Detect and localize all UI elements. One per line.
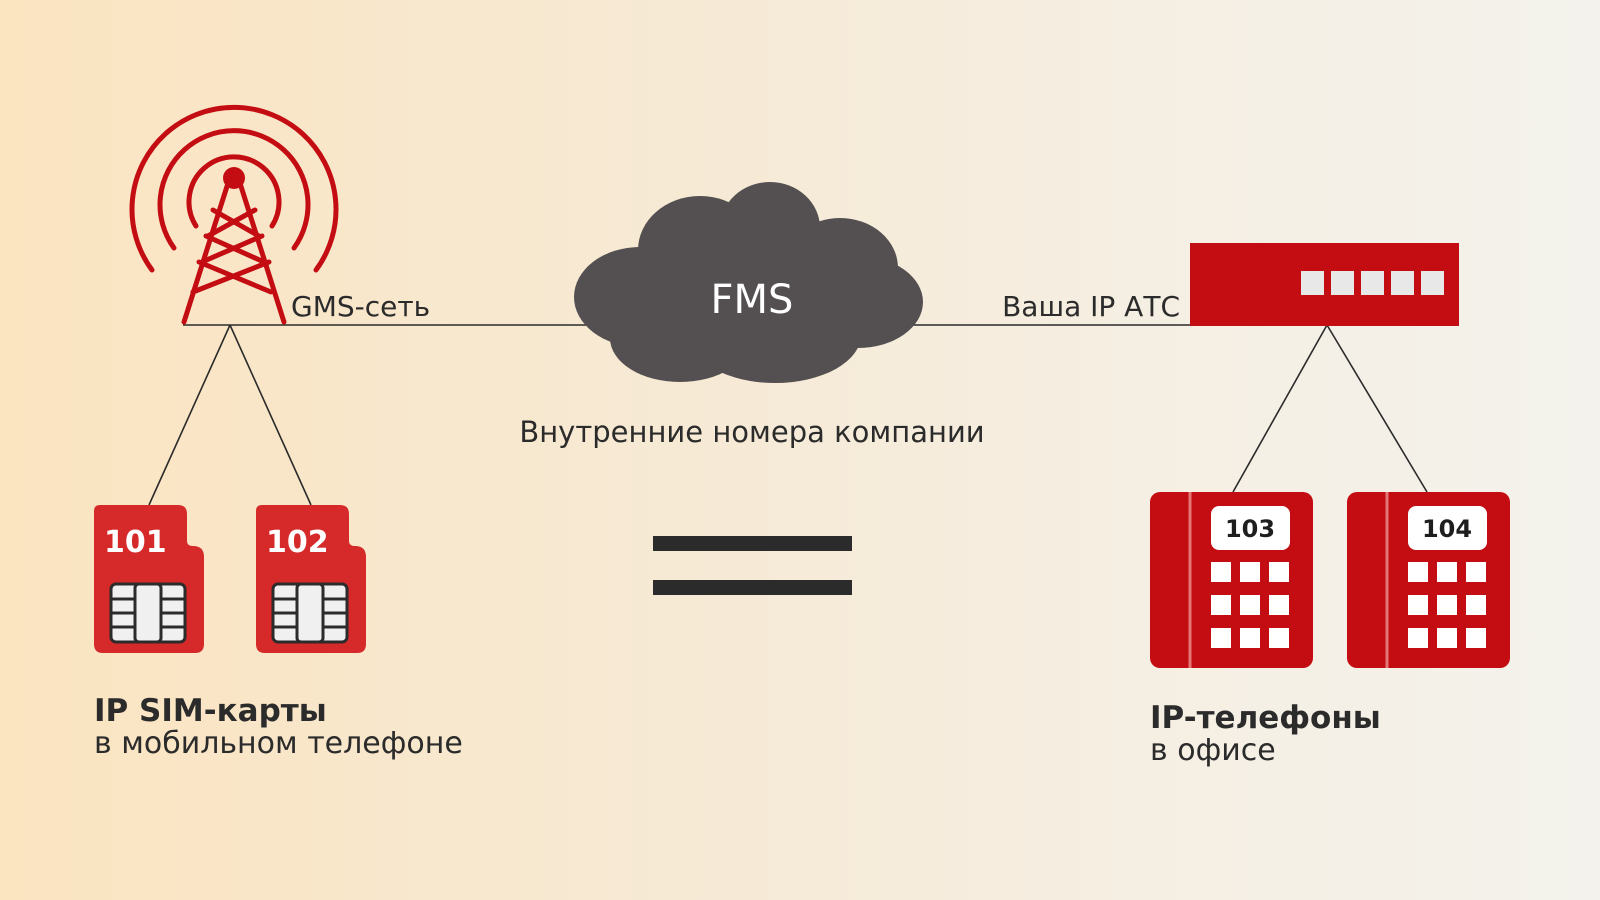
sim-number-102: 102 (266, 525, 329, 560)
phones-caption-subtitle: в офисе (1150, 733, 1276, 768)
link-tower-sim-102 (229, 324, 312, 506)
sim-card-icon: 101 (94, 505, 204, 653)
gsm-network-label: GMS-сеть (291, 290, 430, 323)
sim-card-icon: 102 (256, 505, 366, 653)
pbx-device-icon (1190, 243, 1459, 326)
sim-caption: IP SIM-карты в мобильном телефоне (94, 694, 463, 760)
cell-tower-icon (129, 104, 339, 325)
sim-caption-subtitle: в мобильном телефоне (94, 726, 463, 761)
desk-phone-icon: 103 (1150, 492, 1313, 668)
phones-caption-title: IP-телефоны (1150, 700, 1381, 736)
sim-caption-title: IP SIM-карты (94, 693, 327, 729)
phone-number-103: 103 (1225, 515, 1275, 543)
phones-caption: IP-телефоны в офисе (1150, 701, 1381, 767)
link-pbx-phone-104 (1326, 324, 1428, 493)
equals-sign-icon (653, 536, 852, 595)
desk-phone-icon: 104 (1347, 492, 1510, 668)
cloud-icon (574, 182, 923, 383)
link-pbx-phone-103 (1232, 324, 1328, 493)
sim-number-101: 101 (104, 525, 167, 560)
ip-pbx-label: Ваша IP АТС (1002, 290, 1180, 323)
link-tower-sim-101 (148, 324, 231, 506)
phone-number-104: 104 (1422, 515, 1472, 543)
cloud-label: FMS (711, 277, 794, 323)
internal-numbers-label: Внутренние номера компании (519, 415, 984, 449)
